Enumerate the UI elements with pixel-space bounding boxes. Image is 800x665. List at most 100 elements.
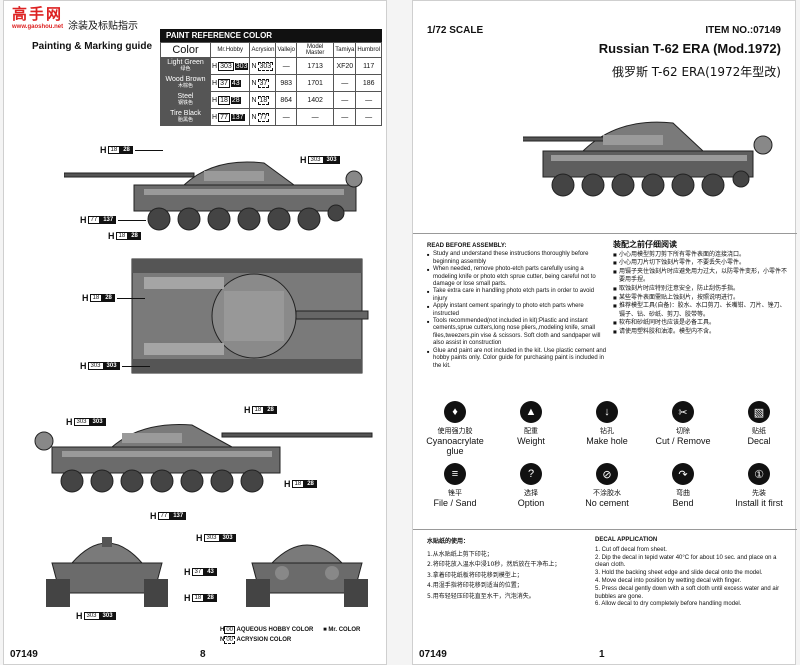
- decal-step-cn: 5.用布轻轻压印花直至水干，汽泡消失。: [427, 592, 535, 600]
- tamiya-code: —: [333, 74, 357, 92]
- symbol-label: Bend: [672, 498, 694, 508]
- decal-step: 4. Move decal into position by wetting d…: [595, 577, 742, 584]
- footer-item-number: 07149: [10, 649, 38, 660]
- painting-guide-page: 高手网 www.gaoshou.net 涂装及标贴指示 Painting & M…: [3, 0, 387, 665]
- symbol-label-cn: 贴纸: [752, 427, 766, 435]
- vallejo-code: —: [275, 108, 298, 126]
- header-tamiya: Tamiya: [333, 42, 357, 58]
- tank-side-view-right: [34, 424, 373, 493]
- paint-table-header: Color Mr.Hobby Acrysion Vallejo Model Ma…: [160, 42, 382, 58]
- decal-heading-cn: 水贴纸的使用：: [427, 538, 470, 545]
- logo-url: www.gaoshou.net: [12, 24, 64, 30]
- divider: [413, 529, 797, 530]
- tank-top-view: [131, 258, 369, 374]
- tank-cover-illustration: [523, 121, 773, 197]
- hobby-letter: H: [212, 113, 218, 121]
- footer-item-number: 07149: [419, 649, 447, 660]
- decal-step: 3. Hold the backing sheet edge and slide…: [595, 570, 763, 577]
- decal-step: 1. Cut off decal from sheet.: [595, 546, 667, 553]
- mm-code: —: [296, 108, 335, 126]
- assembly-note: Glue and paint are not included in the k…: [427, 348, 607, 370]
- color-name-cn: 绿色: [180, 66, 191, 72]
- kit-scale: 1/72 SCALE: [427, 25, 484, 36]
- symbol-label-cn: 弯曲: [676, 489, 690, 497]
- symbol-label: File / Sand: [433, 498, 477, 508]
- mm-code: 1701: [296, 74, 335, 92]
- symbol-label-cn: 先装: [752, 489, 766, 497]
- humbrol-code: —: [355, 91, 382, 109]
- hobby-letter: H: [212, 62, 218, 70]
- acrysion-letter: N: [251, 96, 257, 104]
- vallejo-code: —: [275, 57, 298, 75]
- tank-rear-view: [246, 544, 368, 607]
- hobby-number: 18: [218, 95, 230, 105]
- paint-reference-table: PAINT REFERENCE COLOR Color Mr.Hobby Acr…: [160, 29, 382, 126]
- symbol-label-cn: 钻孔: [600, 427, 614, 435]
- hobby-number-alt: 303: [234, 62, 249, 70]
- symbol-label-cn: 选择: [524, 489, 538, 497]
- decal-step-cn: 3.拿着印花纸板将印花移到模型上；: [427, 571, 523, 579]
- acrysion-letter: N: [251, 62, 257, 70]
- acrysion-number: 37: [257, 78, 270, 88]
- acrysion-letter: N: [251, 113, 257, 121]
- color-name-cn: 木棕色: [177, 83, 193, 89]
- color-name-en: Wood Brown: [165, 76, 206, 83]
- assembly-note-cn: 软布和砂纸同时也应该是必备工具。: [613, 319, 791, 328]
- cement-tube-icon: ♦: [444, 401, 466, 423]
- color-name-en: Tire Black: [170, 110, 201, 117]
- acrysion-letter: N: [251, 79, 257, 87]
- install-first-icon: ①: [748, 463, 770, 485]
- watermark-logo: 高手网 www.gaoshou.net: [12, 3, 87, 37]
- header-humbrol: Humbrol: [355, 42, 382, 58]
- assembly-note: Study and understand these instructions …: [427, 251, 607, 266]
- decal-instructions-cn: 水贴纸的使用： 1.从水贴纸上剪下印花；2.将印花放入温水中浸10秒，然后放在干…: [427, 537, 597, 602]
- assembly-note: Take extra care in handling photo etch p…: [427, 288, 607, 303]
- vallejo-code: 864: [275, 91, 298, 109]
- assembly-notes-en: READ BEFORE ASSEMBLY: Study and understa…: [427, 243, 607, 370]
- assembly-note-cn: 小心用模型剪刀剪下所有零件表面的连接浇口。: [613, 251, 791, 260]
- page-number: 1: [599, 649, 605, 660]
- hobby-number: 77: [218, 112, 230, 122]
- weight-icon: ▲: [520, 401, 542, 423]
- acrysion-number: 303: [257, 61, 274, 71]
- cut-icon: ✂: [672, 401, 694, 423]
- header-vallejo: Vallejo: [275, 42, 298, 58]
- page-number: 8: [200, 649, 206, 660]
- kit-title-cn: 俄罗斯 T-62 ERA(1972年型改): [611, 65, 781, 79]
- paint-table-title: PAINT REFERENCE COLOR: [160, 29, 382, 42]
- decal-step-cn: 1.从水贴纸上剪下印花；: [427, 550, 493, 558]
- assembly-note-cn: 小心用刀片切下蚀刻片零件，不要丢失小零件。: [613, 259, 791, 268]
- mm-code: 1402: [296, 91, 335, 109]
- decal-instructions-en: DECAL APPLICATION 1. Cut off decal from …: [595, 537, 791, 609]
- acrysion-number: 18: [257, 95, 270, 105]
- kit-title: Russian T-62 ERA (Mod.1972): [598, 41, 781, 56]
- assembly-note: When needed, remove photo-etch parts car…: [427, 266, 607, 288]
- mm-code: 1713: [296, 57, 335, 75]
- tank-front-view: [46, 537, 168, 607]
- assembly-note: Tools recommended(not included in kit):P…: [427, 318, 607, 348]
- color-name-cn: 钢铁色: [177, 100, 193, 106]
- decal-step: 2. Dip the decal in tepid water 40°C for…: [595, 554, 777, 569]
